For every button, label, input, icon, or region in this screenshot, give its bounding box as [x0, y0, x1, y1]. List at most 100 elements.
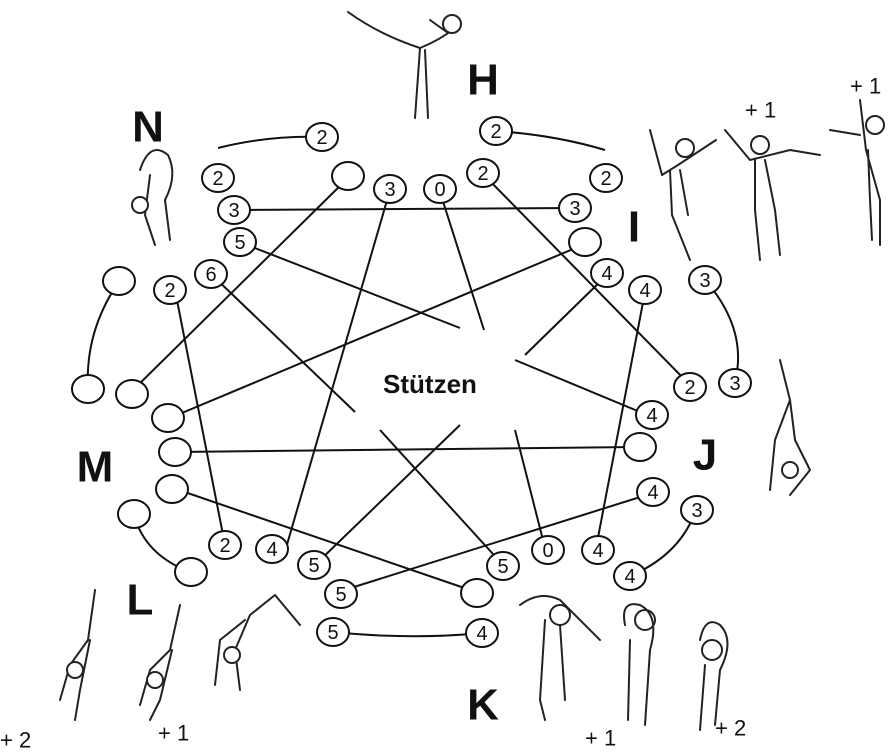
- gymnast-figure-l2: [139, 604, 181, 721]
- node: 3: [718, 368, 752, 398]
- empty-node: [623, 432, 657, 462]
- node: 5: [486, 551, 520, 581]
- node: 4: [635, 400, 669, 430]
- empty-node: [158, 437, 192, 467]
- node: 3: [688, 265, 722, 295]
- line-h0: [439, 191, 485, 331]
- node: 2: [201, 163, 235, 193]
- svg-text:4: 4: [592, 540, 603, 562]
- letter-m: M: [77, 443, 114, 492]
- bonus-i-right: + 1: [850, 74, 881, 99]
- svg-text:3: 3: [384, 179, 395, 201]
- gymnast-figure-k2: [623, 603, 656, 726]
- svg-text:5: 5: [335, 584, 346, 606]
- node: 2: [466, 158, 500, 188]
- node: 2: [208, 530, 242, 560]
- node: 2: [589, 163, 623, 193]
- line-h3: [285, 189, 391, 549]
- node: 4: [628, 275, 662, 305]
- empty-node: [115, 379, 149, 409]
- svg-text:3: 3: [729, 373, 740, 395]
- line-h2: [483, 174, 691, 386]
- node: 3: [217, 195, 251, 225]
- node: 2: [479, 116, 513, 146]
- node: 3: [680, 495, 714, 525]
- node: 6: [194, 259, 228, 289]
- line-k5: [379, 429, 504, 566]
- empty-node: [71, 374, 105, 404]
- bonus-l-left: + 2: [0, 728, 31, 753]
- empty-node: [460, 578, 494, 608]
- line-3-3: [233, 207, 576, 211]
- node: 4: [613, 561, 647, 591]
- node: 3: [558, 193, 592, 223]
- node: 4: [255, 534, 289, 564]
- gymnast-figure-n: [131, 149, 174, 246]
- line-i4a: [524, 274, 608, 356]
- svg-text:4: 4: [639, 280, 650, 302]
- node: 2: [153, 275, 187, 305]
- letter-k: K: [467, 681, 499, 730]
- letter-l: L: [127, 576, 154, 625]
- bonus-k-left: + 1: [585, 726, 616, 751]
- node: 2: [673, 372, 707, 402]
- letter-i: I: [628, 203, 640, 252]
- svg-text:0: 0: [542, 540, 553, 562]
- svg-text:4: 4: [476, 623, 487, 645]
- svg-text:5: 5: [308, 555, 319, 577]
- svg-text:4: 4: [647, 482, 658, 504]
- line-k0: [514, 429, 546, 549]
- empty-circles: [71, 161, 657, 608]
- empty-node: [151, 403, 185, 433]
- center-label: Stützen: [383, 369, 477, 399]
- svg-text:2: 2: [219, 535, 230, 557]
- line-5: [241, 242, 461, 329]
- line-j4b: [337, 492, 654, 593]
- line-l5: [315, 424, 461, 565]
- numbered-nodes: 2 2 3 5 6 2 3 0 2 2 2 3 4 4 3 3 2 4 4 3 …: [153, 116, 752, 648]
- gymnast-figure-l1: [59, 589, 96, 721]
- line-i4b: [595, 291, 646, 549]
- gymnast-figure-l3: [214, 594, 301, 691]
- node: 2: [305, 122, 339, 152]
- empty-node: [331, 161, 365, 191]
- gymnast-figure-k1: [519, 595, 601, 721]
- line-n2-top: [129, 177, 349, 394]
- empty-node: [117, 499, 151, 529]
- line-i-circle: [169, 243, 586, 419]
- node: 5: [324, 579, 358, 609]
- svg-text:5: 5: [234, 232, 245, 254]
- gymnast-figure-k3: [699, 621, 729, 731]
- letter-h: H: [467, 56, 499, 105]
- bonus-l-right: + 1: [158, 721, 189, 746]
- svg-text:5: 5: [497, 556, 508, 578]
- svg-text:3: 3: [699, 270, 710, 292]
- empty-node: [155, 474, 189, 504]
- line-j-circle: [175, 446, 641, 453]
- svg-text:4: 4: [624, 566, 635, 588]
- line-m2: [174, 289, 226, 546]
- gymnast-figure-j: [769, 359, 811, 496]
- gymnast-figure-h: [347, 11, 462, 119]
- node: 5: [223, 227, 257, 257]
- node: 4: [465, 618, 499, 648]
- node: 0: [423, 174, 457, 204]
- node: 4: [590, 258, 624, 288]
- line-m-c: [172, 487, 477, 593]
- svg-text:3: 3: [691, 500, 702, 522]
- node: 5: [316, 617, 350, 647]
- gymnast-figure-i3: [829, 99, 885, 246]
- svg-text:2: 2: [164, 280, 175, 302]
- node: 3: [373, 174, 407, 204]
- node: 0: [531, 535, 565, 565]
- node: 4: [581, 535, 615, 565]
- empty-node: [174, 557, 208, 587]
- letter-n: N: [132, 103, 164, 152]
- empty-node: [102, 266, 136, 296]
- svg-text:2: 2: [477, 163, 488, 185]
- arc-i: [705, 280, 739, 383]
- gymnast-figure-i1: [649, 129, 717, 261]
- gymnast-figure-i2: [724, 129, 821, 261]
- svg-text:0: 0: [434, 179, 445, 201]
